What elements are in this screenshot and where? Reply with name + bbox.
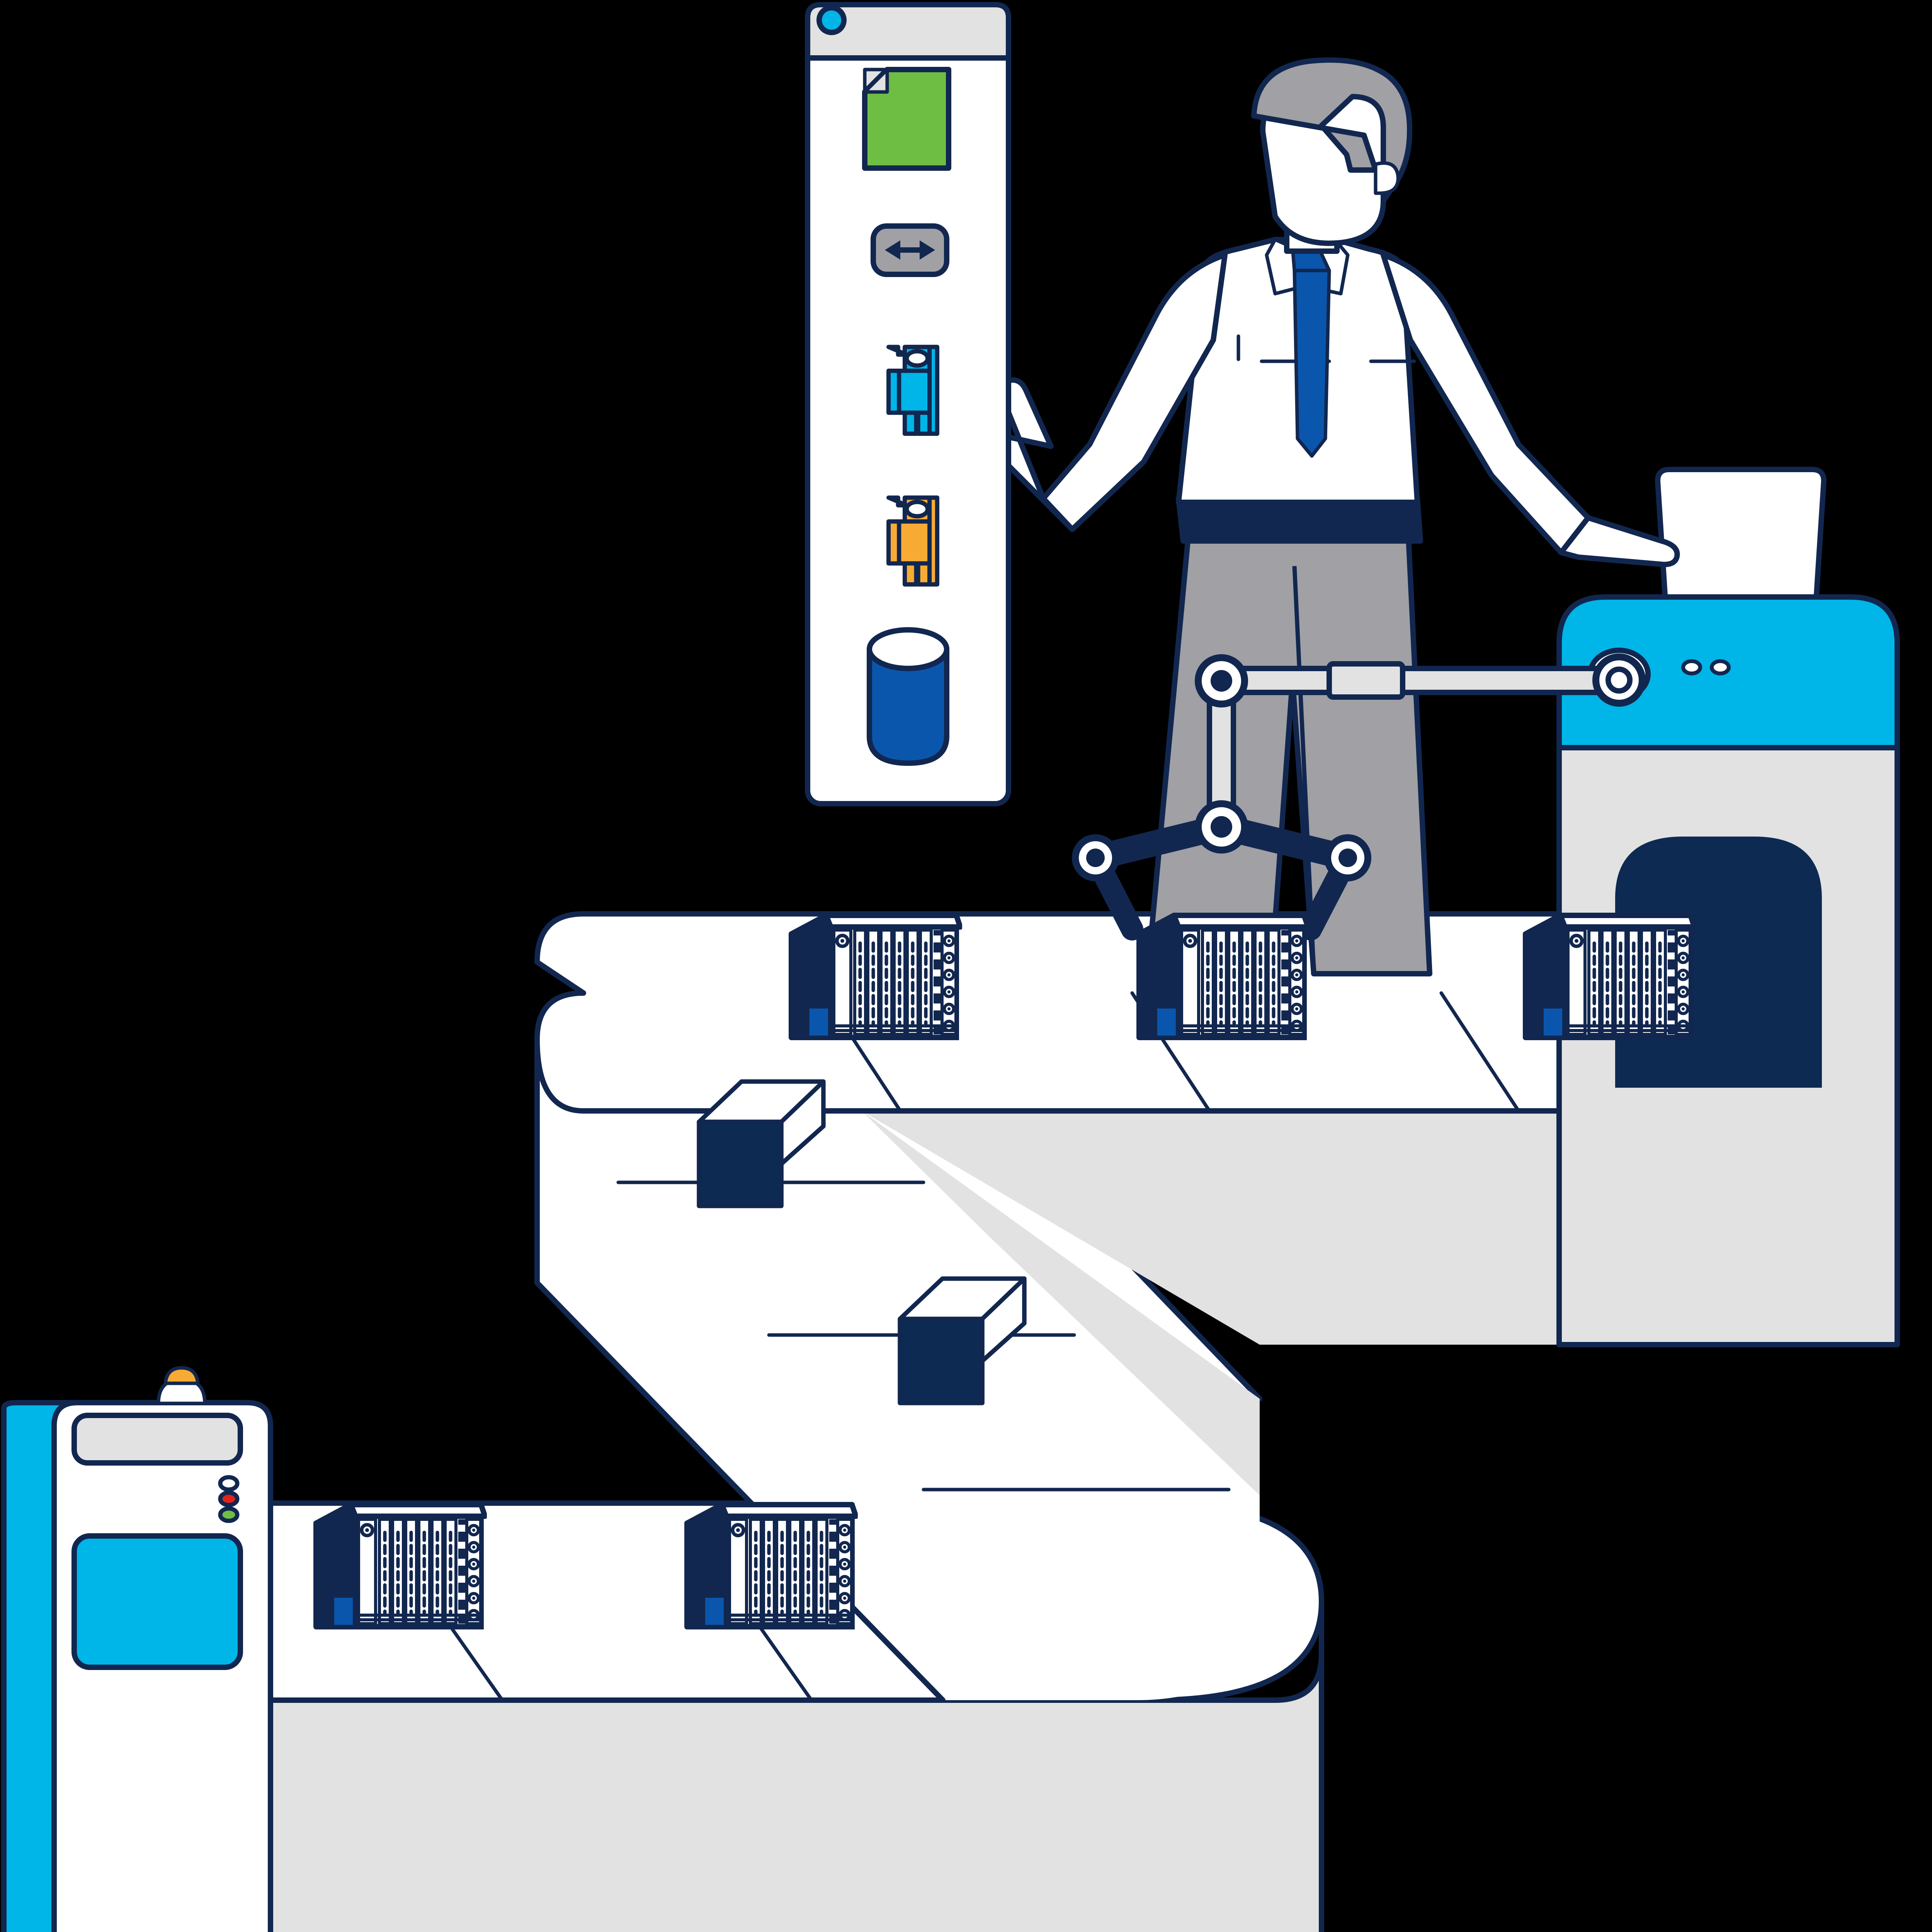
machine-indicator-light-1 (1681, 659, 1702, 675)
status-light-run (218, 1506, 240, 1523)
joint-center-hub (1195, 800, 1248, 854)
beacon-light (156, 1366, 207, 1405)
plc-rack-module (687, 1505, 856, 1627)
panel-keypad[interactable] (71, 1533, 243, 1670)
resize-arrows-icon[interactable] (871, 223, 949, 277)
joint-left-end (1072, 834, 1119, 881)
plc-rack-module (791, 915, 960, 1037)
panel-display-screen[interactable] (71, 1413, 243, 1466)
conveyor-system (214, 911, 1780, 1932)
software-tool-palette[interactable] (805, 2, 1011, 806)
plc-rack-module (1139, 915, 1308, 1037)
status-light-off (218, 1475, 240, 1492)
plc-rack-module (1526, 915, 1694, 1037)
joint-machine-mount (1592, 653, 1646, 707)
joint-right-end (1324, 834, 1371, 881)
operator-control-panel[interactable] (1, 1366, 273, 1932)
cnc-machine-unit[interactable] (1556, 467, 1900, 1347)
status-light-alarm (218, 1490, 240, 1507)
database-cylinder-icon[interactable] (867, 627, 949, 766)
panel-status-dot[interactable] (816, 5, 847, 35)
document-file-icon[interactable] (862, 67, 951, 171)
plc-rack-module (316, 1505, 485, 1627)
joint-upper-pivot (1195, 654, 1248, 707)
engineer-figure (989, 57, 1680, 976)
machine-indicator-light-2 (1710, 659, 1731, 675)
plc-modules-upper (791, 915, 1694, 1037)
delta-robot-linkage (1072, 653, 1646, 940)
